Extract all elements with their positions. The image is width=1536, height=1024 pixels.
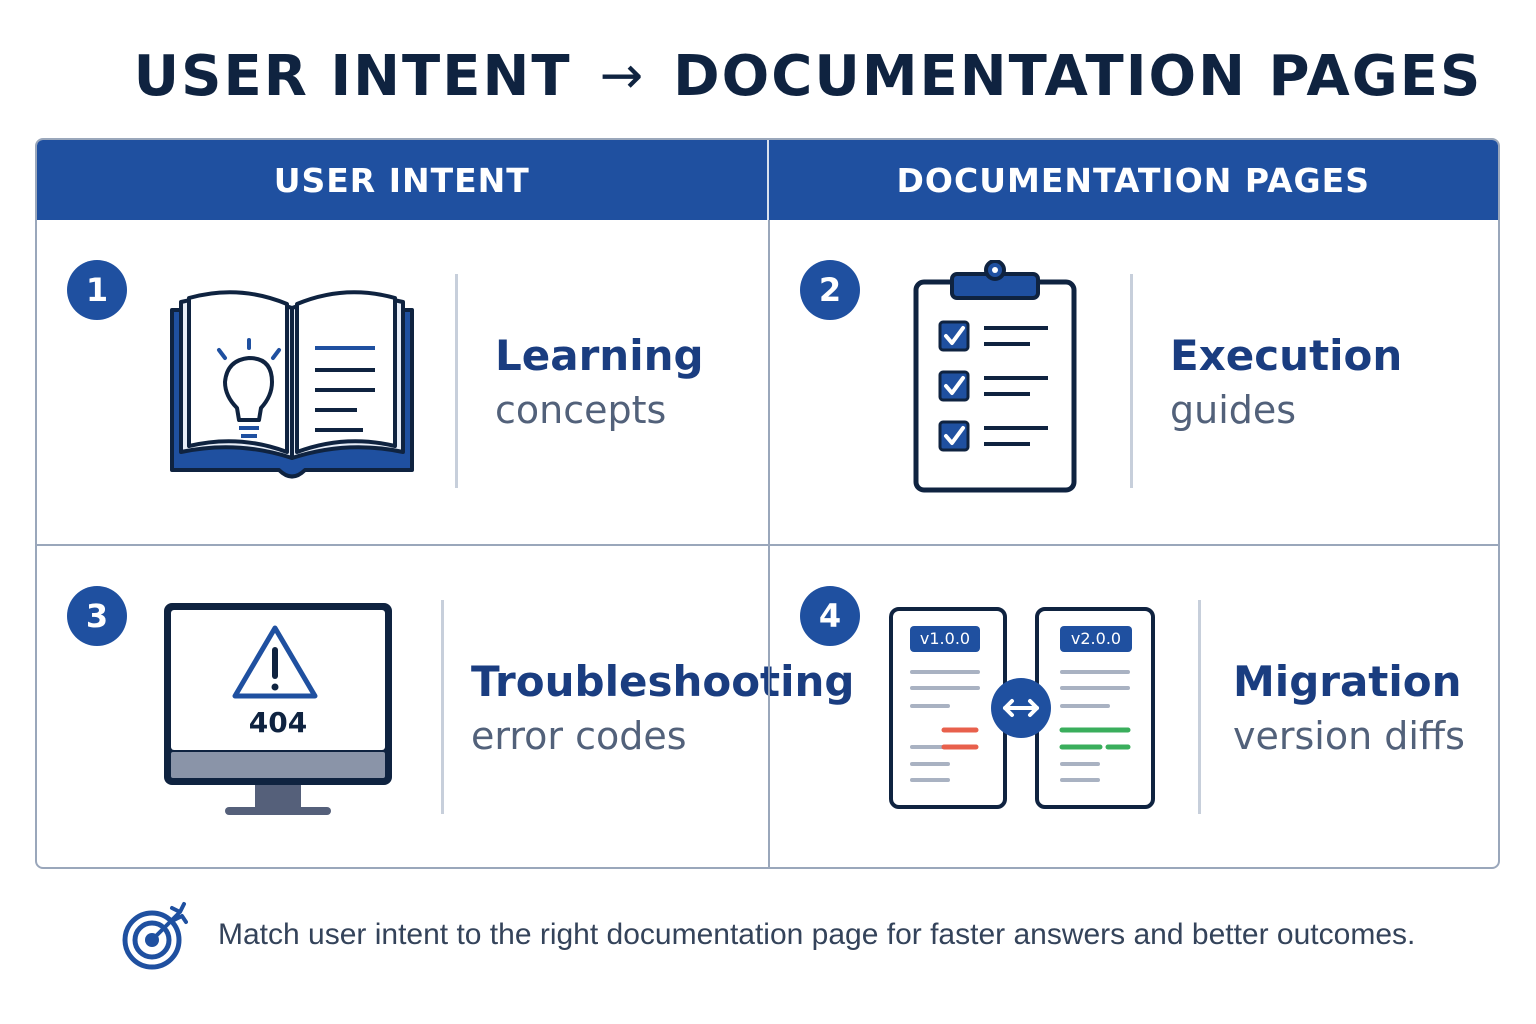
cell-main-label: Learning: [495, 331, 704, 380]
cell-main-label: Migration: [1233, 657, 1462, 706]
open-book-lightbulb-icon: [170, 290, 414, 479]
cell-main-label: Troubleshooting: [471, 657, 855, 706]
number-badge: 3: [67, 586, 127, 646]
intent-mapping-table: USER INTENT DOCUMENTATION PAGES 1: [35, 138, 1500, 869]
monitor-warning-icon: 404: [161, 600, 395, 820]
cell-sub-label: guides: [1170, 388, 1297, 432]
error-code: 404: [248, 706, 308, 739]
number-badge: 2: [800, 260, 860, 320]
footer-note: Match user intent to the right documenta…: [122, 900, 1415, 970]
cell-divider: [1198, 600, 1201, 814]
header-user-intent: USER INTENT: [273, 160, 530, 200]
cell-divider: [455, 274, 458, 488]
cell-label: Execution guides: [1170, 330, 1402, 438]
cell-sub-label: error codes: [471, 714, 687, 758]
title-arrow: →: [599, 46, 646, 106]
cell-sub-label: version diffs: [1233, 714, 1465, 758]
cell-migration: 4: [768, 544, 1498, 867]
title-right: DOCUMENTATION PAGES: [673, 43, 1483, 109]
cell-label: Migration version diffs: [1233, 656, 1465, 764]
clipboard-checklist-icon: [913, 260, 1077, 493]
page-title: USER INTENT → DOCUMENTATION PAGES: [0, 40, 1536, 112]
cell-learning: 1 Learning concepts: [37, 220, 768, 544]
title-left: USER INTENT: [133, 43, 572, 109]
cell-troubleshooting: 3 404 Troubleshooting error codes: [37, 544, 855, 867]
number-badge: 1: [67, 260, 127, 320]
version-badge-new: v2.0.0: [1070, 629, 1122, 648]
cell-execution: 2: [768, 220, 1498, 544]
footer-text: Match user intent to the right documenta…: [218, 918, 1416, 951]
cell-main-label: Execution: [1170, 331, 1403, 380]
cell-label: Learning concepts: [495, 330, 704, 438]
cell-label: Troubleshooting error codes: [471, 656, 855, 764]
number-badge: 4: [800, 586, 860, 646]
version-badge-old: v1.0.0: [919, 629, 971, 648]
table-header: USER INTENT DOCUMENTATION PAGES: [37, 140, 1498, 220]
version-compare-icon: v1.0.0 v2.0.0: [888, 606, 1156, 812]
cell-divider: [441, 600, 444, 814]
cell-sub-label: concepts: [495, 388, 667, 432]
cell-divider: [1130, 274, 1133, 488]
target-icon: [122, 902, 188, 970]
header-documentation-pages: DOCUMENTATION PAGES: [766, 140, 1499, 220]
